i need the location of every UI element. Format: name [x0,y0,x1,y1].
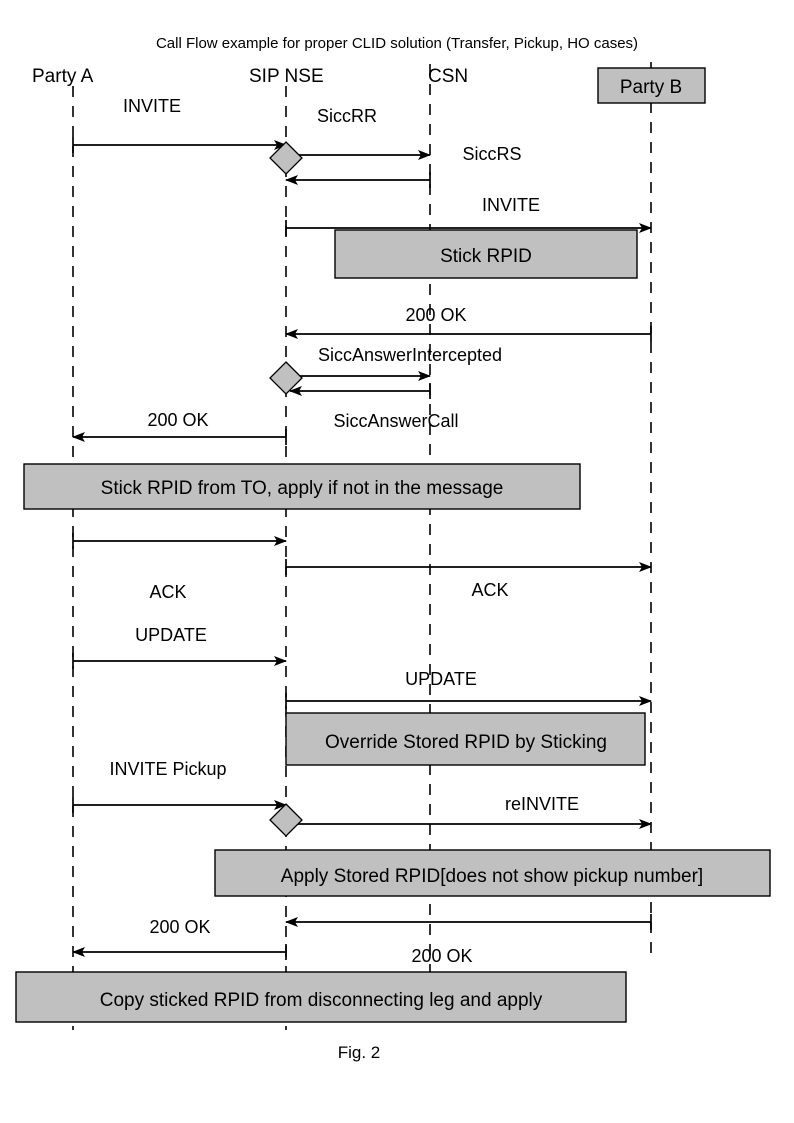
message-200ok-nse-to-a: 200 OK [72,410,287,445]
message-label: UPDATE [135,625,207,645]
message-label: 200 OK [149,917,210,937]
message-label: 200 OK [147,410,208,430]
message-siccrs-csn-to-nse: SiccRS [285,144,522,188]
note-boxes-group: Stick RPID Stick RPID from TO, apply if … [15,229,771,1023]
note-text: Copy sticked RPID from disconnecting leg… [100,990,543,1011]
note-text: Stick RPID from TO, apply if not in the … [101,478,504,499]
note-text: Apply Stored RPID[does not show pickup n… [281,866,703,887]
message-unlabeled-a-to-nse [72,533,287,549]
gateway-diamond-icon [269,141,303,175]
message-label: reINVITE [505,794,579,814]
message-label: UPDATE [405,669,477,689]
message-invite-pickup-a-to-nse: INVITE Pickup [72,759,287,813]
figure-title: Call Flow example for proper CLID soluti… [156,35,638,52]
message-reinvite-nse-to-b: reINVITE [290,794,652,829]
note-stick-rpid: Stick RPID [334,229,638,279]
gateway-diamond-icon [269,361,303,395]
message-ack-nse-to-b: ACK [285,559,652,600]
message-siccanswerintercepted-nse-to-csn: SiccAnswerIntercepted [296,345,502,381]
note-override-stored-rpid: Override Stored RPID by Sticking [285,712,646,766]
message-siccanswercall-csn-to-nse: SiccAnswerCall [289,383,459,431]
message-label: 200 OK [405,305,466,325]
message-label-ack-a: ACK [149,582,186,602]
actor-headers: Party A SIP NSE CSN Party B [32,66,706,104]
note-apply-stored-rpid: Apply Stored RPID[does not show pickup n… [214,849,771,897]
note-box-rect [334,229,638,279]
note-text: Stick RPID [440,246,532,267]
message-update-nse-to-b: UPDATE [285,669,652,709]
message-200ok-b-to-nse-2: 200 OK [149,914,652,937]
message-label: INVITE [482,195,540,215]
note-box-rect [15,971,627,1023]
note-text: Override Stored RPID by Sticking [325,732,607,753]
message-invite-nse-to-b: INVITE [285,195,652,236]
message-label: INVITE [123,96,181,116]
message-label: 200 OK [411,946,472,966]
figure-caption: Fig. 2 [338,1043,381,1062]
note-box-rect [23,463,581,510]
message-invite-a-to-nse: INVITE [72,96,287,153]
actor-label-csn: CSN [428,66,468,87]
note-stick-rpid-from-to: Stick RPID from TO, apply if not in the … [23,463,581,510]
message-label: SiccAnswerIntercepted [318,345,502,365]
message-label: SiccRR [317,106,377,126]
message-label: INVITE Pickup [109,759,226,779]
message-200ok-nse-to-a-2: 200 OK [72,944,473,966]
note-box-rect [214,849,771,897]
gateway-diamonds-group [269,141,303,837]
message-200ok-b-to-nse: 200 OK [285,305,652,342]
message-siccrr-nse-to-csn: SiccRR [296,106,431,160]
actor-label-party-b: Party B [620,77,682,98]
actor-label-party-a: Party A [32,66,94,87]
note-box-rect [285,712,646,766]
gateway-diamond-icon [269,803,303,837]
message-label: SiccRS [462,144,521,164]
message-label: SiccAnswerCall [333,411,458,431]
message-label: ACK [471,580,508,600]
message-update-a-to-nse: UPDATE [72,625,287,669]
actor-label-sip-nse: SIP NSE [249,66,324,87]
note-copy-sticked-rpid: Copy sticked RPID from disconnecting leg… [15,971,627,1023]
messages-group: INVITE SiccRR SiccRS INVITE [72,96,652,966]
actor-box-party-b [597,67,706,104]
